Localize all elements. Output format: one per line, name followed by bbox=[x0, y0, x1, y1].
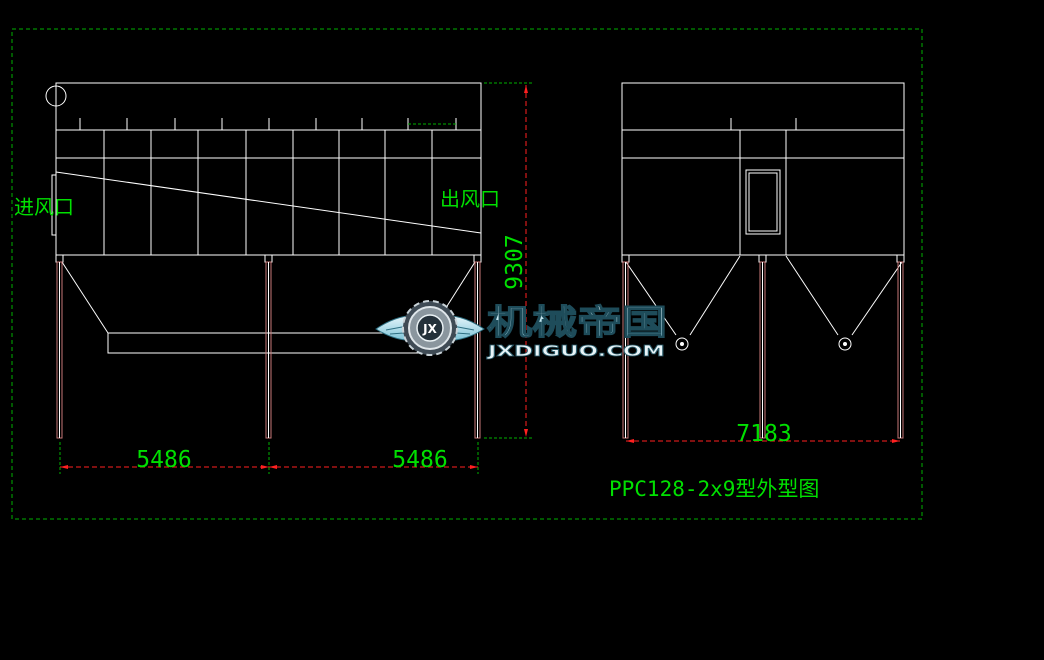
dim-left-span-1: 5486 bbox=[136, 447, 191, 473]
front-view bbox=[51, 82, 482, 354]
watermark-badge: JX bbox=[422, 322, 437, 336]
drawing-title: PPC128-2x9型外型图 bbox=[609, 477, 819, 501]
dim-side-width: 7183 bbox=[736, 421, 791, 447]
watermark-name: 机械帝国 bbox=[487, 303, 667, 343]
dim-total-height: 9307 bbox=[502, 234, 528, 289]
side-view bbox=[621, 82, 905, 336]
watermark-domain: JXDIGUO.COM bbox=[486, 342, 665, 360]
drawing-frame bbox=[11, 28, 923, 520]
front-view-legs bbox=[56, 261, 481, 439]
discharge-valve-right-icon bbox=[838, 337, 852, 351]
winged-gear-logo-icon bbox=[375, 300, 485, 356]
discharge-valve-left-icon bbox=[675, 337, 689, 351]
inspection-door bbox=[745, 169, 781, 235]
inspection-door-inner bbox=[748, 172, 778, 232]
dim-left-span-2: 5486 bbox=[392, 447, 447, 473]
discharge-valve-left-hub bbox=[680, 342, 684, 346]
inlet-label: 进风口 bbox=[14, 195, 74, 219]
watermark-logo: JX 机械帝国 JXDIGUO.COM bbox=[375, 300, 668, 360]
discharge-valve-right-hub bbox=[843, 342, 847, 346]
dimension-arrows bbox=[60, 85, 900, 469]
side-view-legs bbox=[622, 261, 904, 439]
outlet-label: 出风口 bbox=[440, 187, 500, 211]
